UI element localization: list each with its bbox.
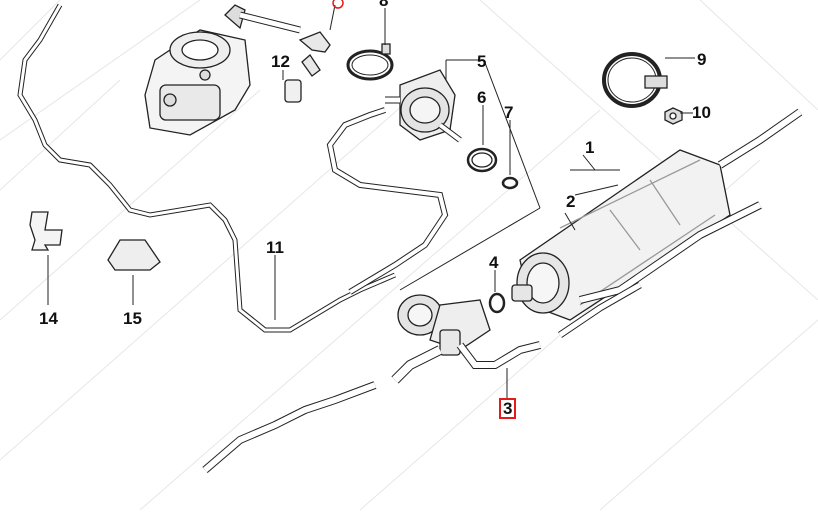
label-part-3-highlighted[interactable]: 3 (498, 398, 517, 419)
label-part-12: 12 (271, 52, 290, 71)
lower-fuel-line-shape (202, 381, 377, 474)
part-15-clip-shape (107, 239, 161, 271)
part-8-clamp-shape (346, 43, 394, 81)
fuel-lines-right-shape (558, 108, 803, 338)
label-part-14: 14 (39, 309, 58, 328)
label-part-8: 8 (379, 0, 389, 10)
center-hose-shape (326, 107, 449, 295)
label-part-10: 10 (692, 103, 711, 122)
leader-lines (47, 4, 695, 398)
label-part-1: 1 (585, 138, 595, 157)
part-5-valve-shape (385, 69, 462, 143)
part-9-clamp-band-shape (602, 52, 668, 108)
label-part-2: 2 (566, 192, 576, 211)
part-11-hose-shape (17, 3, 396, 333)
label-part-4: 4 (489, 253, 499, 272)
part-3-hose-shape (391, 341, 541, 384)
part-7-seal-shape (501, 176, 519, 190)
red-marker-circle (332, 0, 344, 9)
part-4-oring-shape (488, 292, 506, 314)
part-10-nut-shape (664, 107, 683, 125)
label-part-9: 9 (697, 50, 707, 69)
part-14-clip-shape (29, 211, 63, 251)
label-part-15: 15 (123, 309, 142, 328)
label-part-11: 11 (266, 238, 284, 257)
throttle-body-shape (144, 4, 301, 136)
filter-inlet-shape (511, 284, 533, 302)
part-6-oring-shape (466, 147, 498, 173)
part-12-connector-shape (284, 31, 331, 103)
part-3-regulator-shape (397, 294, 491, 356)
label-part-7: 7 (504, 103, 514, 122)
label-part-5: 5 (477, 52, 487, 71)
label-part-6: 6 (477, 88, 487, 107)
